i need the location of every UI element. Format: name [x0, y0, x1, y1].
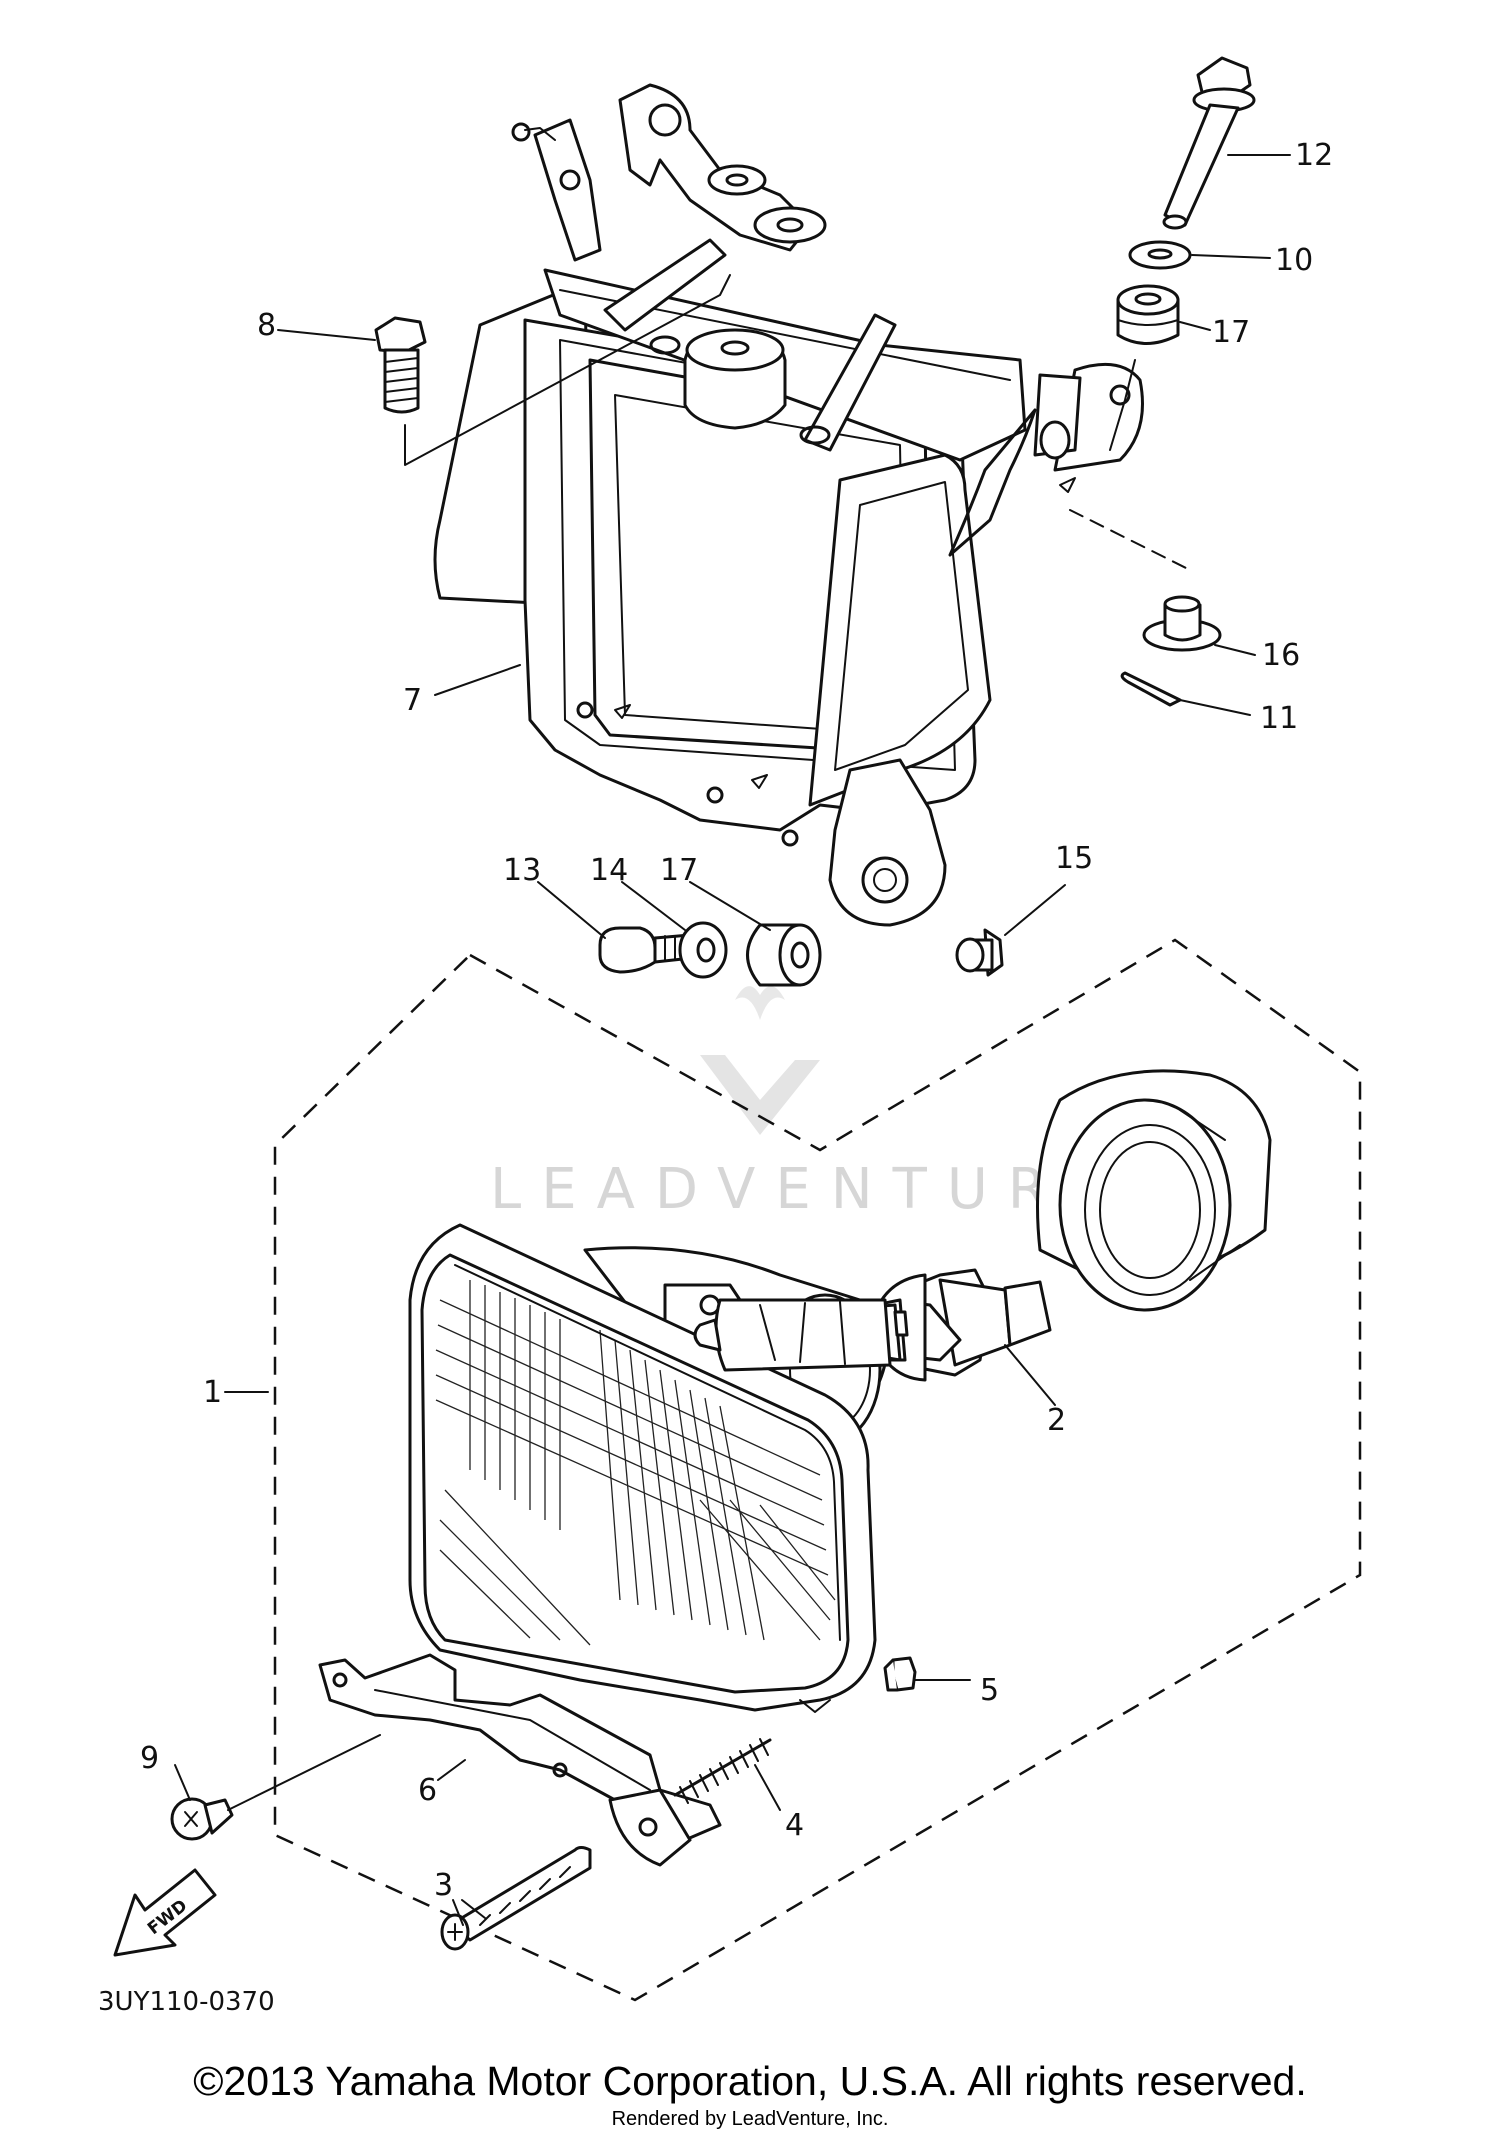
copyright-notice: ©2013 Yamaha Motor Corporation, U.S.A. A… — [193, 2058, 1307, 2104]
headlight-lens-unit — [408, 1223, 889, 1713]
callout-14: 14 — [590, 853, 628, 888]
part-12-flange-bolt — [1162, 56, 1256, 230]
callout-12: 12 — [1295, 138, 1333, 173]
part-2-halogen-bulb — [693, 1268, 1052, 1382]
callout-9: 9 — [140, 1741, 159, 1776]
callout-5: 5 — [980, 1673, 999, 1708]
callout-17-upper: 17 — [1212, 315, 1250, 350]
part-17-damper-lower — [746, 923, 822, 987]
part-13-bolt — [598, 926, 694, 974]
part-16-collar — [1142, 595, 1222, 652]
fwd-direction-arrow: FWD — [113, 1868, 217, 1957]
headlight-unit-group-outline — [273, 938, 1362, 2002]
part-11-clip — [1120, 671, 1182, 707]
part-17-damper-upper — [1116, 284, 1180, 345]
callout-labels: 1 2 3 4 5 6 7 8 9 10 11 12 13 14 15 16 1… — [140, 138, 1333, 1903]
part-6-mounting-bracket — [318, 1653, 722, 1867]
headlight-stay-bracket — [433, 83, 1144, 927]
callout-13: 13 — [503, 853, 541, 888]
part-10-washer — [1128, 240, 1192, 270]
diagram-code: 3UY110-0370 — [98, 1987, 275, 2017]
callout-8: 8 — [257, 308, 276, 343]
callout-4: 4 — [785, 1808, 804, 1843]
callout-11: 11 — [1260, 701, 1298, 736]
part-14-washer — [678, 921, 728, 979]
part-5-nut — [883, 1656, 917, 1692]
callout-16: 16 — [1262, 638, 1300, 673]
watermark-text: LEADVENTURE — [490, 1157, 1122, 1222]
callout-1: 1 — [203, 1375, 222, 1410]
part-3-adjusting-screw — [440, 1846, 592, 1951]
headlight-socket-cover — [1036, 1069, 1272, 1312]
part-8-bolt — [374, 316, 427, 414]
part-9-screw — [170, 1797, 234, 1841]
leader-lines — [174, 154, 1291, 1926]
part-15-collar — [955, 928, 1004, 977]
rendered-by-credit: Rendered by LeadVenture, Inc. — [611, 2108, 889, 2130]
callout-17-lower: 17 — [660, 853, 698, 888]
callout-15: 15 — [1055, 841, 1093, 876]
part-4-spring — [673, 1738, 772, 1804]
watermark-logo: LEADVENTURE — [490, 986, 1122, 1222]
callout-3: 3 — [434, 1868, 453, 1903]
callout-6: 6 — [418, 1773, 437, 1808]
callout-2: 2 — [1047, 1403, 1066, 1438]
lens-pattern — [435, 1280, 836, 1646]
callout-7: 7 — [403, 683, 422, 718]
callout-10: 10 — [1275, 243, 1313, 278]
